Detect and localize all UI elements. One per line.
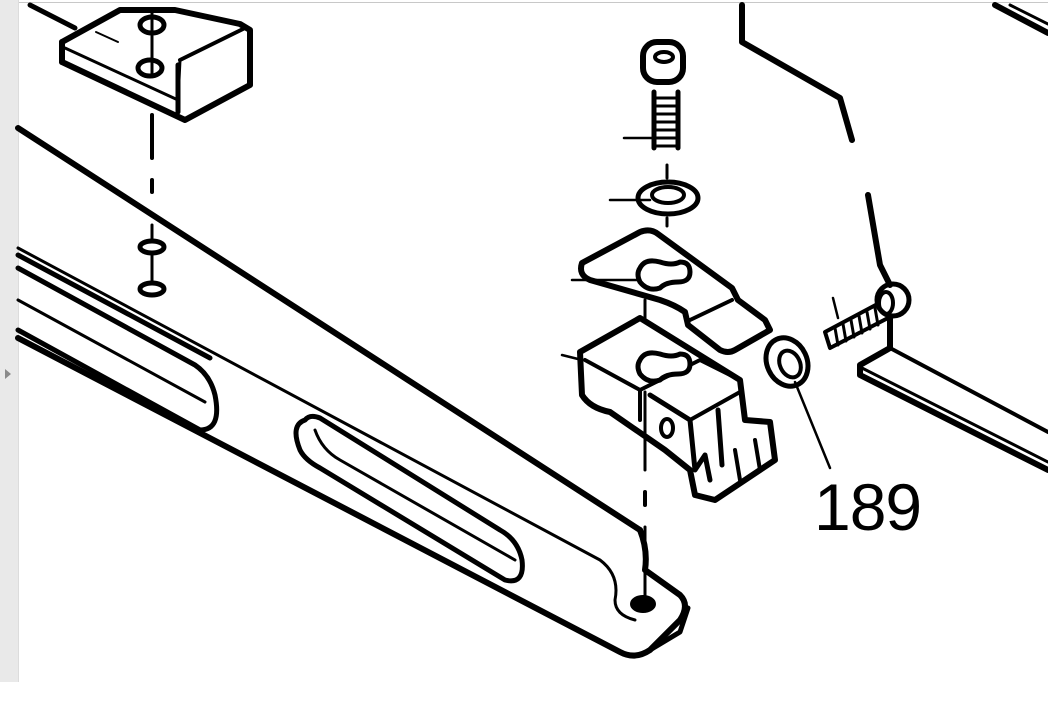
side-screw	[823, 281, 912, 350]
callout-number-189: 189	[814, 470, 922, 544]
clamp-block	[560, 315, 778, 503]
spring-washer	[763, 335, 832, 470]
bracket-centerline	[137, 8, 167, 298]
keyhole-plate	[570, 227, 773, 355]
flat-washer	[608, 163, 701, 228]
long-arm-with-slots	[15, 2, 691, 659]
triangle-right-icon[interactable]	[5, 369, 11, 379]
callout-leader-189	[793, 380, 832, 470]
right-frame-bar	[739, 2, 1048, 473]
cap-screw	[622, 39, 686, 151]
viewer-top-border	[0, 2, 1048, 3]
diagram-canvas	[15, 2, 1048, 682]
mounting-bracket	[59, 7, 253, 123]
